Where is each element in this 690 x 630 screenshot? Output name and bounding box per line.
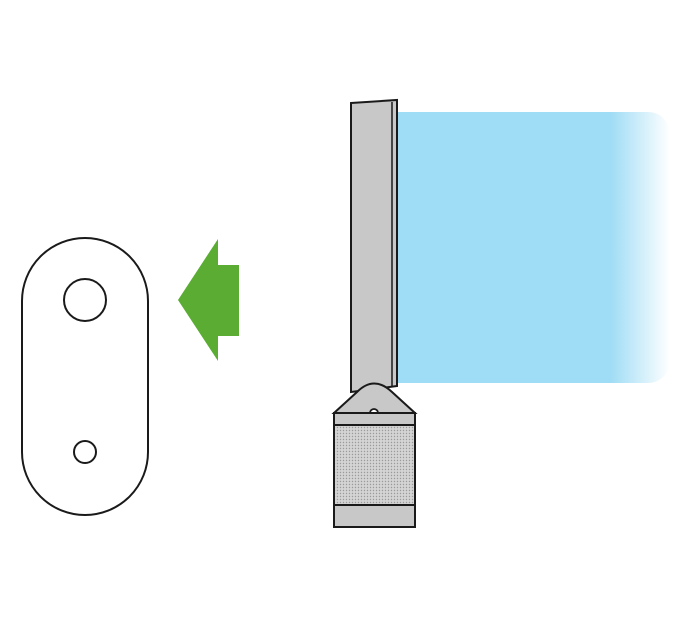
fan-base-grille: [333, 424, 416, 506]
fan-neck: [331, 382, 418, 414]
tower-fan-icon: [331, 98, 418, 528]
remote-control-icon: [21, 237, 149, 516]
remote-body: [21, 237, 149, 516]
remote-power-button: [63, 278, 107, 322]
airflow-stream: [398, 112, 670, 383]
fan-column: [350, 98, 398, 394]
left-arrow-icon: [178, 239, 239, 361]
fan-base-foot: [333, 504, 416, 528]
fan-base-top-band: [333, 412, 416, 426]
remote-small-button: [73, 440, 97, 464]
